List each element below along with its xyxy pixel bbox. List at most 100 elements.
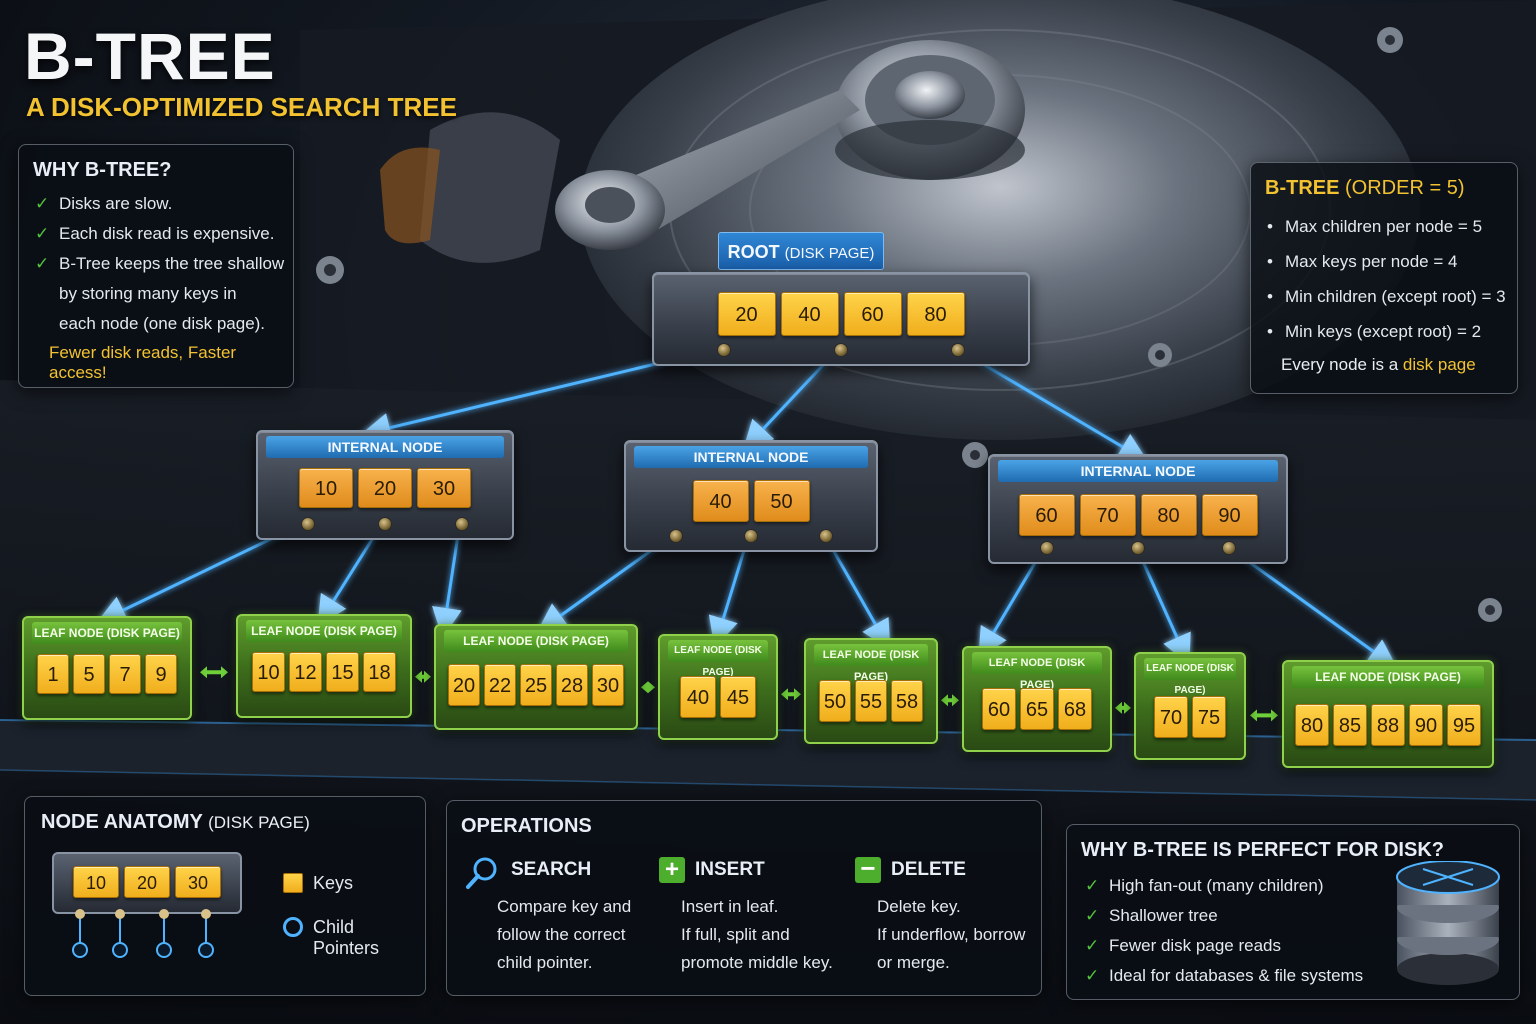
page-title: B-TREE bbox=[24, 19, 276, 93]
check-icon: ✓ bbox=[1085, 876, 1100, 895]
insert-description: Insert in leaf. If full, split and promo… bbox=[681, 897, 833, 972]
child-pointer bbox=[1130, 541, 1145, 555]
list-item: ✓ B-Tree keeps the tree shallow by stori… bbox=[33, 249, 289, 339]
operations-panel: OPERATIONS SEARCH Compare key and follow… bbox=[446, 800, 1042, 996]
list-item: Max children per node = 5 bbox=[1265, 209, 1506, 244]
legend-keys: Keys bbox=[313, 873, 354, 893]
list-item: Max keys per node = 4 bbox=[1265, 244, 1506, 279]
key-cell: 95 bbox=[1447, 704, 1481, 746]
internal-node-1[interactable]: INTERNAL NODE 10 20 30 bbox=[256, 430, 514, 540]
leaf-node-8[interactable]: LEAF NODE (DISK PAGE) 80 85 88 90 95 bbox=[1282, 660, 1494, 768]
node-header: LEAF NODE (DISK PAGE) bbox=[814, 644, 928, 683]
key-cell: 12 bbox=[289, 652, 322, 692]
search-icon bbox=[466, 857, 497, 889]
key-cell: 40 bbox=[692, 480, 749, 522]
list-item: Min keys (except root) = 2 bbox=[1265, 314, 1506, 349]
leaf-node-4[interactable]: LEAF NODE (DISK PAGE) 40 45 bbox=[658, 634, 778, 740]
child-pointer bbox=[454, 517, 469, 531]
key-cell: 50 bbox=[753, 480, 810, 522]
list-item: ✓Fewer disk page reads bbox=[1083, 931, 1383, 961]
key-cell: 65 bbox=[1020, 688, 1054, 730]
list-item: ✓Each disk read is expensive. bbox=[33, 219, 289, 249]
root-keys: 20 40 60 80 bbox=[664, 292, 1018, 336]
leaf-node-7[interactable]: LEAF NODE (DISK PAGE) 70 75 bbox=[1134, 652, 1246, 760]
order-rules-list: Max children per node = 5 Max keys per n… bbox=[1265, 209, 1506, 349]
key-cell: 70 bbox=[1154, 696, 1188, 738]
key-cell: 88 bbox=[1371, 704, 1405, 746]
page-subtitle: A DISK-OPTIMIZED SEARCH TREE bbox=[26, 92, 457, 122]
key-cell: 5 bbox=[73, 654, 105, 694]
child-pointer bbox=[301, 517, 316, 531]
check-icon: ✓ bbox=[1085, 906, 1100, 925]
key-cell: 80 bbox=[906, 292, 965, 336]
internal-node-3[interactable]: INTERNAL NODE 60 70 80 90 bbox=[988, 454, 1288, 564]
sibling-arrow-icon bbox=[1115, 701, 1131, 714]
leaf-node-6[interactable]: LEAF NODE (DISK PAGE) 60 65 68 bbox=[962, 646, 1112, 752]
child-pointer bbox=[819, 529, 834, 543]
node-header: LEAF NODE (DISK PAGE) bbox=[972, 652, 1102, 691]
child-link bbox=[1226, 544, 1398, 670]
child-link bbox=[1134, 545, 1191, 665]
search-title: SEARCH bbox=[511, 859, 592, 880]
root-node[interactable]: 20 40 60 80 bbox=[652, 272, 1030, 366]
child-pointer bbox=[833, 343, 848, 357]
key-cell: 10 bbox=[252, 652, 285, 692]
key-cell: 20 bbox=[358, 468, 412, 508]
node-header: INTERNAL NODE bbox=[266, 436, 504, 458]
check-icon: ✓ bbox=[35, 194, 50, 213]
leaf-node-2[interactable]: LEAF NODE (DISK PAGE) 10 12 15 18 bbox=[236, 614, 412, 718]
key-cell: 1 bbox=[37, 654, 69, 694]
internal-node-2[interactable]: INTERNAL NODE 40 50 bbox=[624, 440, 878, 552]
check-icon: ✓ bbox=[1085, 966, 1100, 985]
key-cell: 90 bbox=[1409, 704, 1443, 746]
child-pointer bbox=[377, 517, 392, 531]
plus-icon: + bbox=[659, 857, 685, 883]
key-cell: 45 bbox=[720, 676, 756, 718]
node-header: LEAF NODE (DISK PAGE) bbox=[1292, 666, 1484, 688]
why-btree-title: WHY B-TREE? bbox=[33, 159, 172, 181]
key-cell: 15 bbox=[326, 652, 359, 692]
key-cell: 10 bbox=[299, 468, 353, 508]
child-pointer bbox=[1221, 541, 1236, 555]
anatomy-node: 10 20 30 bbox=[52, 852, 242, 914]
leaf-node-5[interactable]: LEAF NODE (DISK PAGE) 50 55 58 bbox=[804, 638, 938, 744]
node-header: LEAF NODE (DISK PAGE) bbox=[668, 640, 768, 678]
node-header: INTERNAL NODE bbox=[634, 446, 868, 468]
leaf-node-1[interactable]: LEAF NODE (DISK PAGE) 1 5 7 9 bbox=[22, 616, 192, 720]
node-header: LEAF NODE (DISK PAGE) bbox=[246, 620, 402, 642]
key-cell: 18 bbox=[363, 652, 396, 692]
key-cell: 10 bbox=[73, 866, 119, 898]
order-title: B-TREE (ORDER = 5) bbox=[1265, 177, 1465, 199]
key-cell: 50 bbox=[819, 680, 851, 722]
sibling-arrow-icon bbox=[415, 670, 431, 683]
key-cell: 20 bbox=[717, 292, 776, 336]
key-cell: 85 bbox=[1333, 704, 1367, 746]
key-cell: 40 bbox=[780, 292, 839, 336]
child-pointer bbox=[743, 529, 758, 543]
list-item: ✓Shallower tree bbox=[1083, 901, 1383, 931]
node-header: LEAF NODE (DISK PAGE) bbox=[1144, 658, 1236, 696]
why-btree-panel: WHY B-TREE? ✓Disks are slow. ✓Each disk … bbox=[18, 144, 294, 388]
sibling-arrow-icon bbox=[200, 666, 228, 679]
list-item: ✓Ideal for databases & file systems bbox=[1083, 961, 1383, 991]
child-pointer bbox=[668, 529, 683, 543]
key-cell: 9 bbox=[145, 654, 177, 694]
check-icon: ✓ bbox=[35, 254, 50, 273]
key-cell: 68 bbox=[1058, 688, 1092, 730]
key-cell: 30 bbox=[175, 866, 221, 898]
key-cell: 80 bbox=[1295, 704, 1329, 746]
insert-title: INSERT bbox=[695, 859, 765, 880]
key-cell: 90 bbox=[1201, 494, 1258, 536]
node-header: INTERNAL NODE bbox=[998, 460, 1278, 482]
operations-title: OPERATIONS bbox=[461, 815, 592, 837]
key-cell: 20 bbox=[448, 664, 480, 706]
check-icon: ✓ bbox=[35, 224, 50, 243]
leaf-node-3[interactable]: LEAF NODE (DISK PAGE) 20 22 25 28 30 bbox=[434, 624, 638, 730]
anatomy-pointers bbox=[72, 909, 214, 958]
key-cell: 58 bbox=[891, 680, 923, 722]
why-btree-list: ✓Disks are slow. ✓Each disk read is expe… bbox=[33, 189, 289, 339]
key-cell: 60 bbox=[982, 688, 1016, 730]
root-label: ROOT (DISK PAGE) bbox=[718, 232, 884, 270]
order-panel: B-TREE (ORDER = 5) Max children per node… bbox=[1250, 162, 1518, 394]
perfect-list: ✓High fan-out (many children) ✓Shallower… bbox=[1083, 871, 1383, 991]
